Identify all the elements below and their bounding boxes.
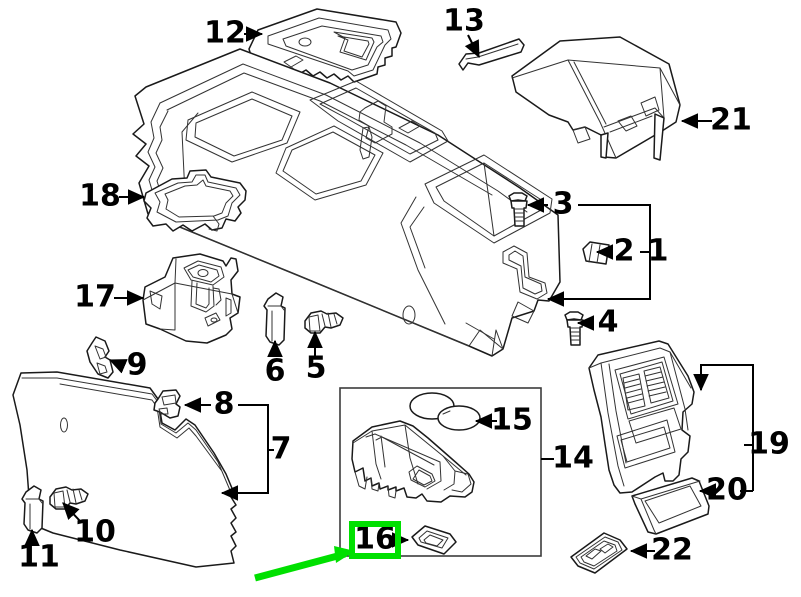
part-20-vent-cover	[631, 477, 710, 535]
part-18-storage-tray	[143, 169, 247, 232]
callout-number-3: 3	[553, 187, 574, 222]
callout-number-7: 7	[271, 432, 292, 467]
part-19-rear-vent-panel	[588, 340, 695, 494]
callout-number-11: 11	[18, 540, 60, 575]
highlight-box-callout-16	[349, 521, 401, 559]
callout-number-5: 5	[306, 351, 327, 386]
leader-lines	[24, 26, 754, 559]
callout-number-6: 6	[265, 354, 286, 389]
callout-number-9: 9	[127, 348, 148, 383]
callout-number-8: 8	[214, 387, 235, 422]
callout-number-1: 1	[648, 234, 669, 269]
callout-number-15: 15	[491, 403, 533, 438]
part-21-armrest-lid	[511, 36, 681, 161]
part-8-retainer-clip	[153, 389, 181, 419]
part-6-clip	[263, 292, 286, 346]
callout-number-10: 10	[74, 515, 116, 550]
part-22-switch-panel	[570, 532, 628, 574]
callout-number-20: 20	[706, 473, 748, 508]
part-11-clip	[21, 485, 44, 534]
part-14-cup-holder-assembly	[351, 420, 475, 503]
callout-number-4: 4	[598, 305, 619, 340]
part-main-console-body	[132, 48, 561, 357]
callout-number-18: 18	[79, 179, 121, 214]
part-16-small-trim-cover	[411, 525, 457, 555]
callout-number-13: 13	[443, 4, 485, 39]
callout-number-21: 21	[710, 103, 752, 138]
callout-number-19: 19	[748, 427, 790, 462]
part-15-cup-holder-insert	[409, 392, 481, 431]
callout-number-22: 22	[651, 533, 693, 568]
highlight-annotation	[254, 521, 401, 582]
callout-number-16: 16	[354, 522, 396, 557]
group-box-14	[339, 387, 542, 557]
callout-number-12: 12	[204, 16, 246, 51]
callout-number-17: 17	[74, 280, 116, 315]
part-3-bolt	[508, 192, 528, 227]
part-17-shifter-assembly	[142, 253, 241, 344]
callout-number-2: 2	[614, 234, 635, 269]
callout-number-14: 14	[552, 441, 594, 476]
